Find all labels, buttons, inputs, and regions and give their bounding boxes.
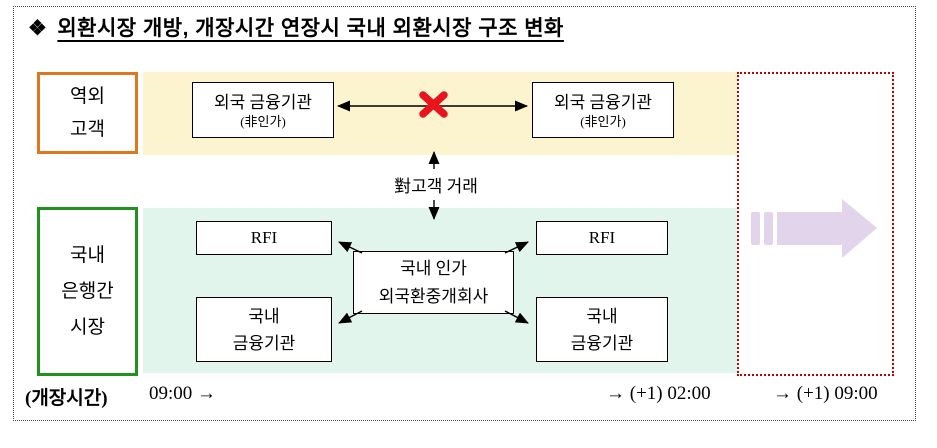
opening-time-full: → (+1) 09:00 — [773, 383, 878, 404]
change-region-box — [737, 72, 894, 376]
offshore-label-line: 고객 — [70, 119, 105, 140]
box-title-line: 국내 — [586, 306, 618, 326]
domestic-institution-box-right: 국내 금융기관 — [536, 297, 668, 362]
box-title-line: 국내 인가 — [400, 258, 467, 278]
diamond-bullet-icon: ❖ — [28, 17, 48, 40]
page-title-text: 외환시장 개방, 개장시간 연장시 국내 외환시장 구조 변화 — [57, 17, 564, 40]
interbank-label-line: 은행간 — [61, 280, 114, 302]
box-title-line: 금융기관 — [570, 333, 634, 353]
domestic-interbank-label-box: 국내 은행간 시장 — [37, 207, 138, 376]
box-title-line: 금융기관 — [232, 333, 296, 353]
domestic-institution-box-left: 국내 금융기관 — [196, 297, 332, 362]
interbank-label-line: 국내 — [70, 244, 105, 266]
box-subtitle: (非인가) — [240, 113, 286, 129]
rfi-box-left: RFI — [196, 221, 332, 255]
opening-time-extended: → (+1) 02:00 — [606, 383, 711, 404]
offshore-customer-label-box: 역외 고객 — [37, 72, 138, 154]
outer-dotted-frame — [13, 6, 916, 421]
foreign-institution-box-left: 외국 금융기관 (非인가) — [192, 82, 334, 138]
box-title-line: 국내 — [248, 306, 280, 326]
page-title: ❖ 외환시장 개방, 개장시간 연장시 국내 외환시장 구조 변화 — [28, 12, 564, 42]
customer-trade-label: 對고객 거래 — [368, 169, 504, 200]
opening-hours-label: (개장시간) — [25, 388, 108, 409]
box-title-line: 외국환중개회사 — [378, 286, 489, 306]
rfi-box-right: RFI — [536, 221, 668, 255]
box-title: 외국 금융기관 — [213, 92, 313, 112]
box-subtitle: (非인가) — [580, 113, 626, 129]
box-title: 외국 금융기관 — [553, 92, 653, 112]
offshore-label-line: 역외 — [70, 86, 105, 107]
opening-time-start: 09:00 → — [149, 383, 217, 404]
foreign-institution-box-right: 외국 금융기관 (非인가) — [532, 82, 674, 138]
interbank-label-line: 시장 — [70, 316, 105, 338]
authorized-broker-box: 국내 인가 외국환중개회사 — [353, 251, 514, 314]
